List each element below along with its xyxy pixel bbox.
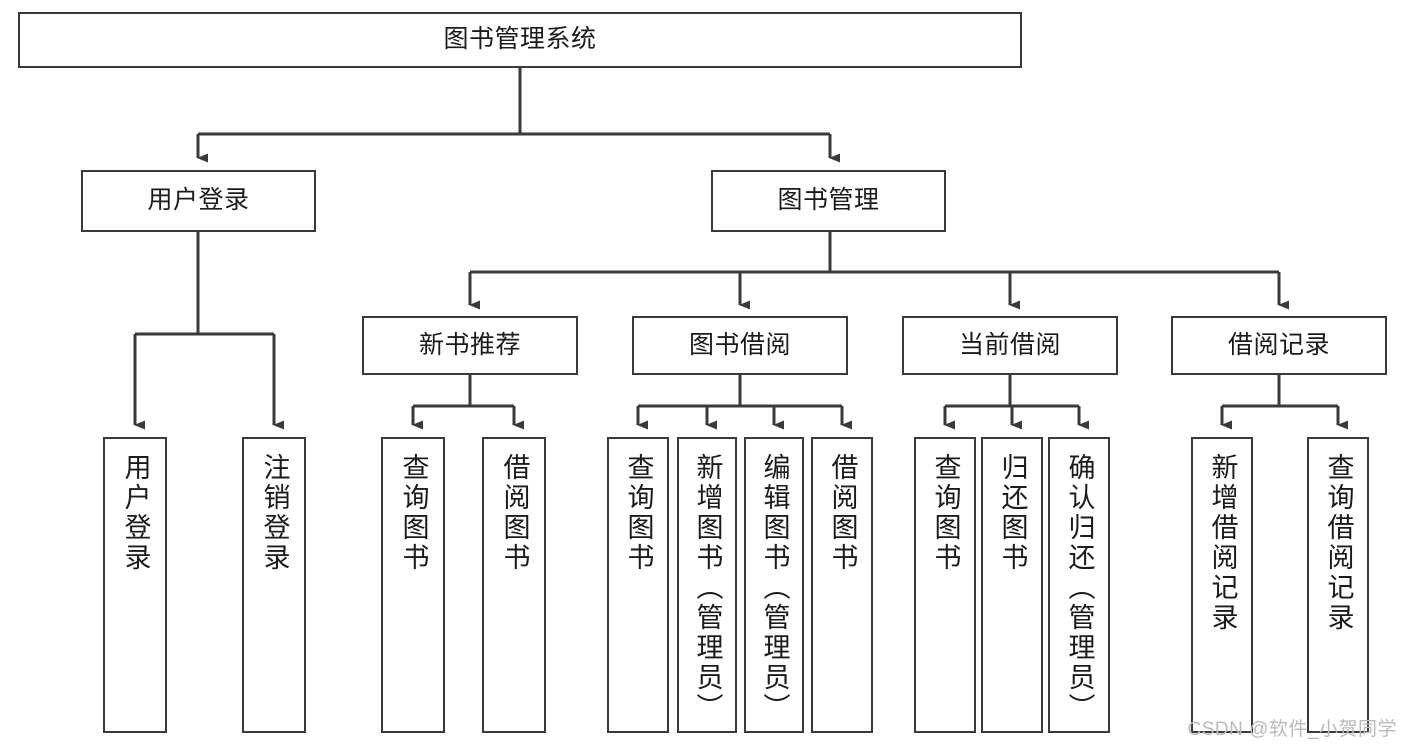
node-root-book-management-system[interactable]: 图书管理系统 — [18, 12, 1022, 68]
node-leaf-return-book[interactable]: 归还图书 — [981, 437, 1043, 733]
node-leaf-add-book[interactable]: 新增图书（管理员） — [677, 437, 737, 733]
node-label: 借阅图书 — [499, 453, 530, 573]
node-label: 借阅记录 — [1227, 330, 1330, 359]
node-label: 图书管理系统 — [443, 25, 597, 54]
node-book-management[interactable]: 图书管理 — [711, 170, 946, 232]
node-label: 查询图书 — [398, 453, 429, 573]
node-leaf-query-book-1[interactable]: 查询图书 — [381, 437, 445, 733]
node-label: 新增图书（管理员） — [692, 453, 723, 723]
node-label: 当前借阅 — [958, 330, 1061, 359]
node-label: 新增借阅记录 — [1207, 453, 1238, 633]
node-leaf-query-book-3[interactable]: 查询图书 — [914, 437, 976, 733]
node-new-book-recommend[interactable]: 新书推荐 — [362, 316, 578, 375]
node-book-borrow[interactable]: 图书借阅 — [632, 316, 848, 375]
node-leaf-borrow-book-2[interactable]: 借阅图书 — [811, 437, 873, 733]
node-label: 用户登录 — [147, 186, 250, 215]
node-leaf-confirm-return[interactable]: 确认归还（管理员） — [1048, 437, 1110, 733]
node-label: 编辑图书（管理员） — [759, 453, 790, 723]
node-borrow-record[interactable]: 借阅记录 — [1171, 316, 1387, 375]
node-label: 确认归还（管理员） — [1064, 453, 1095, 723]
node-leaf-logout-login[interactable]: 注销登录 — [242, 437, 306, 733]
node-label: 用户登录 — [120, 453, 151, 573]
node-leaf-query-record[interactable]: 查询借阅记录 — [1307, 437, 1369, 733]
node-label: 查询图书 — [930, 453, 961, 573]
node-label: 注销登录 — [259, 453, 290, 573]
node-current-borrow[interactable]: 当前借阅 — [902, 316, 1118, 375]
node-user-login[interactable]: 用户登录 — [81, 170, 316, 232]
node-leaf-user-login[interactable]: 用户登录 — [103, 437, 167, 733]
node-leaf-query-book-2[interactable]: 查询图书 — [607, 437, 669, 733]
csdn-watermark: CSDN @软件_小贺同学 — [1187, 719, 1397, 740]
node-leaf-add-record[interactable]: 新增借阅记录 — [1191, 437, 1253, 733]
node-label: 新书推荐 — [418, 330, 521, 359]
node-label: 查询图书 — [623, 453, 654, 573]
node-label: 借阅图书 — [827, 453, 858, 573]
node-label: 查询借阅记录 — [1323, 453, 1354, 633]
node-leaf-borrow-book-1[interactable]: 借阅图书 — [482, 437, 546, 733]
node-label: 图书管理 — [777, 186, 880, 215]
node-label: 图书借阅 — [688, 330, 791, 359]
node-leaf-edit-book[interactable]: 编辑图书（管理员） — [744, 437, 804, 733]
node-label: 归还图书 — [997, 453, 1028, 573]
